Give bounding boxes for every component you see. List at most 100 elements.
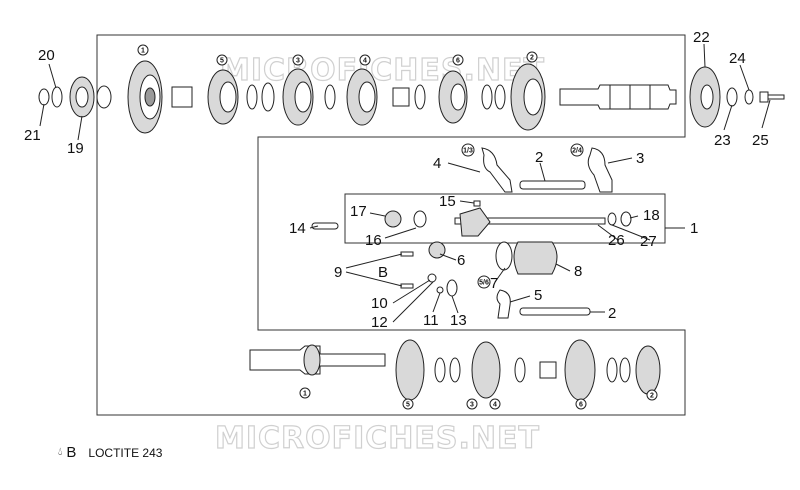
washer-bottom-a [434,357,446,383]
bolt-25-shank [767,94,785,100]
legend-text: LOCTITE 243 [88,445,163,460]
selector-assembly: 1/3 2/4 5/6 [311,143,632,319]
gear-bottom-5 [395,339,425,401]
ring-19b [96,85,112,109]
fork-mark-5-6: 5/6 [479,280,489,287]
selector-drum-8 [513,241,558,275]
gear-mark-top-4: 4 [363,58,367,65]
callout-21: 21 [24,127,41,144]
gear-mark-bottom-3: 3 [470,402,474,409]
needle-bearing-bottom [539,361,557,379]
callout-4: 4 [433,155,441,172]
bushing-17 [384,210,402,228]
spring-13 [446,279,458,297]
callout-26: 26 [608,232,625,249]
callout-2-bottom: 2 [608,305,616,322]
bottom-shaft-assembly [249,339,661,401]
leader-lines [39,43,771,323]
pin-14 [311,222,339,230]
top-gear-marks: 1 5 3 4 6 2 [137,44,538,66]
gear-bottom-6 [564,339,596,401]
callout-27: 27 [640,233,657,250]
callout-11: 11 [423,312,439,329]
group-frame-outer [96,34,686,416]
callout-18: 18 [643,207,660,224]
gear-mark-top-6: 6 [456,58,460,65]
callout-20: 20 [38,47,55,64]
washer-11 [436,286,444,294]
callout-7: 7 [490,275,498,292]
fork-rod-2-top [519,180,586,190]
callout-6: 6 [457,252,465,269]
washer-20 [51,86,63,108]
legend: 💧︎ B LOCTITE 243 [58,444,162,461]
callout-15: 15 [439,193,456,210]
gear-mark-top-3: 3 [296,58,300,65]
washer-top-b [324,84,336,110]
callout-9: 9 [334,264,342,281]
washer-18 [620,211,632,227]
output-shaft [559,84,677,110]
fork-3 [587,147,613,193]
callout-2-top: 2 [535,149,543,166]
selector-shaft [454,217,606,225]
washer-bottom-d [606,357,618,383]
callout-5: 5 [534,287,542,304]
gear-bottom-2 [635,345,661,395]
bottom-gear-marks: 1 5 3 4 6 2 [299,387,658,410]
callout-24: 24 [729,50,746,67]
gear-mark-bottom-5: 5 [406,402,410,409]
watermark-bottom: MICROFICHES.NET [215,421,540,456]
callout-13: 13 [450,312,467,329]
callout-25: 25 [752,132,769,149]
callout-12: 12 [371,314,388,331]
fork-mark-2-4: 2/4 [572,148,582,155]
washer-top-c [414,84,426,110]
washer-bottom-c [514,357,526,383]
gear-bottom-3-4 [471,341,501,399]
callout-23: 23 [714,132,731,149]
callout-22: 22 [693,29,710,46]
bearing-7 [495,241,513,271]
callout-17: 17 [350,203,367,220]
washer-23 [726,87,738,107]
callout-numbers: 20 21 19 22 24 23 25 4 2 3 1 14 17 16 15… [24,29,769,331]
gear-mark-top-5: 5 [220,58,224,65]
fork-4 [481,147,513,193]
washer-top-d [481,84,493,110]
callout-10: 10 [371,295,388,312]
gear-mark-bottom-1: 1 [303,391,307,398]
gear-mark-bottom-2: 2 [650,393,654,400]
index-star-6 [428,241,446,259]
screw-9a [400,251,414,257]
gear-mark-top-2: 2 [530,55,534,62]
needle-bearing-top-a [171,86,193,108]
callout-3: 3 [636,150,644,167]
gear-mark-bottom-4: 4 [493,402,497,409]
circlip-top-d [494,84,506,110]
fork-rod-2-bottom [519,307,591,316]
callout-16: 16 [365,232,382,249]
washer-27 [607,212,617,226]
washer-24 [744,89,754,105]
loctite-drop-icon: 💧︎ [58,446,63,458]
washer-top-a [246,84,258,110]
callout-B: B [378,264,388,281]
washer-21 [38,88,50,106]
callout-8: 8 [574,263,582,280]
washer-bottom-e [619,357,631,383]
gear-mark-bottom-6: 6 [579,402,583,409]
legend-symbol: B [66,444,77,461]
spring-16 [413,210,427,228]
spring-15 [473,200,481,207]
screw-9b [400,283,414,289]
needle-bearing-top-b [392,87,410,107]
watermark-top: MICROFICHES.NET [220,53,545,88]
fork-5 [496,289,511,319]
selector-plate [459,207,491,237]
bolt-25-head [759,91,769,103]
washer-bottom-b [449,357,461,383]
circlip-top-a [261,82,275,112]
top-shaft-assembly [38,60,785,134]
